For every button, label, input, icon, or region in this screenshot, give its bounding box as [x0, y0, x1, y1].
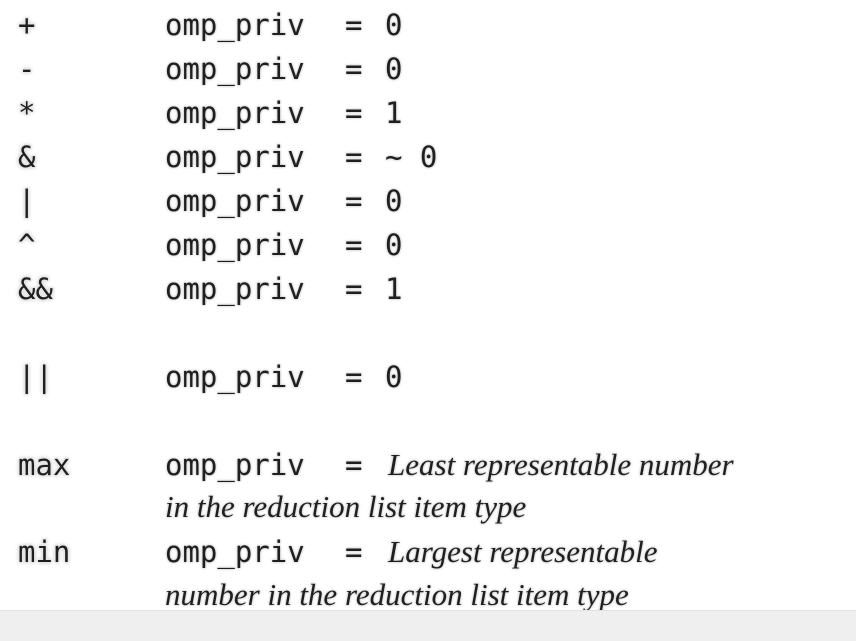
variable-label: omp_priv [165, 96, 305, 130]
operator-label: || [18, 360, 53, 394]
initial-value: 0 [385, 52, 403, 86]
equals-sign: = [345, 535, 363, 569]
operator-label: | [18, 184, 36, 218]
variable-label: omp_priv [165, 272, 305, 306]
equals-sign: = [345, 96, 363, 130]
variable-label: omp_priv [165, 535, 305, 569]
initial-value: 0 [385, 228, 403, 262]
initial-value: 1 [385, 272, 403, 306]
equals-sign: = [345, 140, 363, 174]
operator-label: & [18, 140, 36, 174]
operator-label: * [18, 96, 36, 130]
variable-label: omp_priv [165, 140, 305, 174]
variable-label: omp_priv [165, 8, 305, 42]
equals-sign: = [345, 360, 363, 394]
operator-label: min [18, 535, 71, 569]
variable-label: omp_priv [165, 448, 305, 482]
initial-value-line1: Largest representable [388, 534, 658, 569]
variable-label: omp_priv [165, 360, 305, 394]
initial-value: 1 [385, 96, 403, 130]
equals-sign: = [345, 228, 363, 262]
initial-value-line2: in the reduction list item type [165, 489, 527, 524]
equals-sign: = [345, 272, 363, 306]
initial-value: 0 [385, 360, 403, 394]
equals-sign: = [345, 52, 363, 86]
operator-label: && [18, 272, 53, 306]
initial-value: 0 [385, 8, 403, 42]
initial-value: 0 [385, 184, 403, 218]
equals-sign: = [345, 8, 363, 42]
bottom-bar [0, 610, 856, 641]
equals-sign: = [345, 448, 363, 482]
variable-label: omp_priv [165, 228, 305, 262]
initial-value-line2: number in the reduction list item type [165, 577, 629, 612]
initial-value: ~ 0 [385, 140, 438, 174]
initial-value-line1: Least representable number [388, 447, 734, 482]
operator-label: - [18, 52, 36, 86]
operator-label: max [18, 448, 71, 482]
variable-label: omp_priv [165, 52, 305, 86]
operator-label: + [18, 8, 36, 42]
equals-sign: = [345, 184, 363, 218]
operator-label: ^ [18, 228, 36, 262]
variable-label: omp_priv [165, 184, 305, 218]
